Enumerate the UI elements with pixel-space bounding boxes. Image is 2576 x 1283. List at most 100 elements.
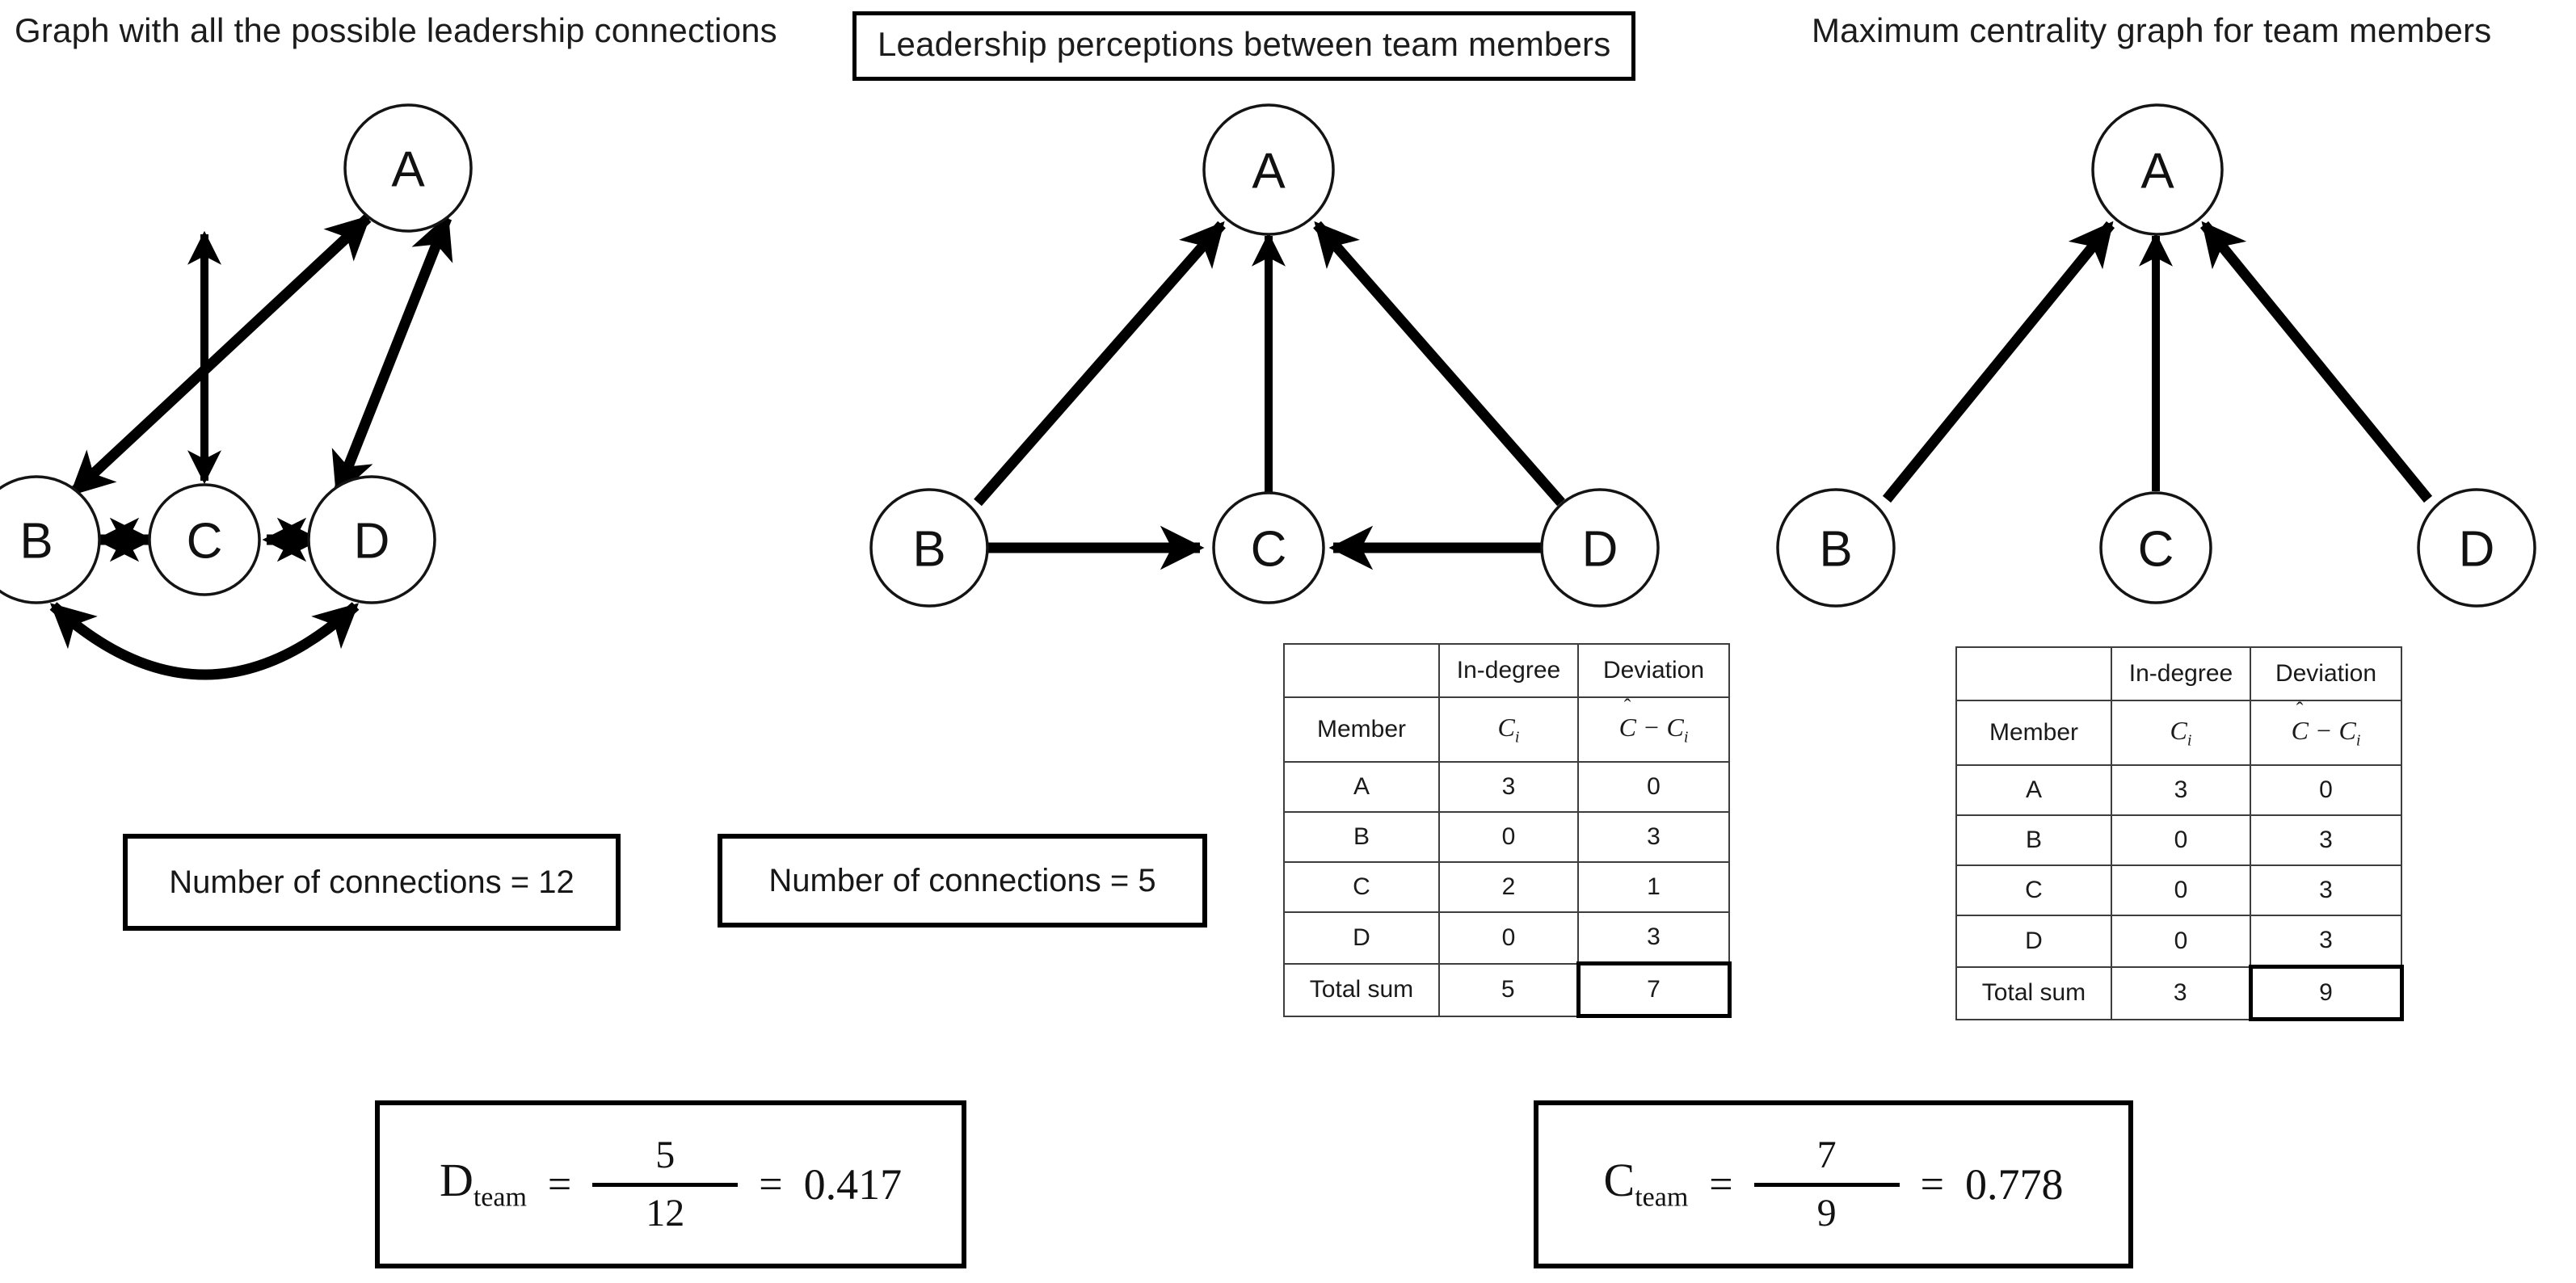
fraction-bar bbox=[1753, 1182, 1900, 1187]
edge-b-to-a bbox=[1882, 221, 2115, 503]
table-row: A 3 0 bbox=[1283, 761, 1730, 813]
formula-result-centralization: 0.778 bbox=[1964, 1160, 2064, 1209]
cell-total-indegree: 5 bbox=[1438, 962, 1579, 1017]
cell-total-label: Total sum bbox=[1955, 965, 2112, 1020]
svg-text:C: C bbox=[1251, 522, 1287, 578]
cell-total-deviation-highlighted: 7 bbox=[1576, 961, 1732, 1018]
formula-equals-2: = bbox=[1920, 1161, 1944, 1208]
table-row: B 0 3 bbox=[1955, 814, 2402, 866]
cell-member: D bbox=[1283, 911, 1440, 965]
cell-total-indegree: 3 bbox=[2111, 965, 2251, 1020]
subheader-member: Member bbox=[1955, 700, 2112, 766]
svg-text:B: B bbox=[912, 522, 945, 578]
svg-text:A: A bbox=[391, 142, 425, 198]
formula-fraction-centralization: 7 9 bbox=[1753, 1134, 1900, 1235]
table-subheader-row: Member Ci C − Ci bbox=[1283, 696, 1730, 763]
formula-equals-1: = bbox=[1709, 1161, 1733, 1208]
cell-member: B bbox=[1955, 814, 2112, 866]
formula-density-team: Dteam = 5 12 = 0.417 bbox=[375, 1100, 966, 1268]
edge-b-d-curved bbox=[49, 602, 360, 680]
svg-text:A: A bbox=[1252, 144, 1286, 200]
cell-deviation: 3 bbox=[2250, 864, 2402, 916]
cell-deviation: 3 bbox=[1577, 911, 1730, 965]
graph-all-possible: A B C D bbox=[0, 103, 473, 680]
node-d: D bbox=[307, 475, 436, 604]
panel-title-perceptions: Leadership perceptions between team memb… bbox=[852, 11, 1636, 81]
node-c: C bbox=[1212, 491, 1325, 604]
cell-indegree: 0 bbox=[2111, 915, 2251, 968]
table-row: D 0 3 bbox=[1955, 915, 2402, 968]
edge-d-to-a bbox=[2199, 221, 2433, 503]
panel-title-all-possible: Graph with all the possible leadership c… bbox=[15, 11, 777, 49]
node-d: D bbox=[2417, 488, 2536, 608]
header-indegree: In-degree bbox=[1438, 643, 1579, 698]
header-indegree: In-degree bbox=[2111, 646, 2251, 701]
node-b: B bbox=[869, 488, 989, 608]
edge-a-d bbox=[331, 213, 453, 498]
svg-text:A: A bbox=[2140, 144, 2174, 200]
table-row: C 0 3 bbox=[1955, 864, 2402, 916]
node-c: C bbox=[2099, 491, 2212, 604]
table-total-row: Total sum 5 7 bbox=[1283, 961, 1732, 1018]
cell-total-label: Total sum bbox=[1283, 962, 1440, 1017]
cell-deviation: 0 bbox=[1577, 761, 1730, 813]
connections-callout-perceptions: Number of connections = 5 bbox=[718, 834, 1207, 928]
fraction-numerator: 7 bbox=[1816, 1134, 1837, 1177]
cell-indegree: 2 bbox=[1438, 861, 1579, 913]
svg-text:D: D bbox=[2459, 522, 2495, 578]
subheader-deviation-formula: C − Ci bbox=[1577, 696, 1730, 763]
cell-deviation: 3 bbox=[2250, 814, 2402, 866]
fraction-numerator: 5 bbox=[655, 1134, 676, 1177]
table-subheader-row: Member Ci C − Ci bbox=[1955, 700, 2402, 766]
formula-symbol-centralization: Cteam bbox=[1603, 1154, 1689, 1213]
fraction-denominator: 12 bbox=[646, 1191, 685, 1235]
formula-equals-1: = bbox=[547, 1161, 572, 1208]
svg-text:C: C bbox=[187, 514, 223, 570]
table-row: A 3 0 bbox=[1955, 764, 2402, 816]
svg-text:D: D bbox=[354, 514, 390, 570]
cell-deviation: 3 bbox=[1577, 811, 1730, 863]
cell-member: C bbox=[1955, 864, 2112, 916]
cell-member: C bbox=[1283, 861, 1440, 913]
formula-centralization-team: Cteam = 7 9 = 0.778 bbox=[1534, 1100, 2133, 1268]
indegree-table-perceptions: In-degree Deviation Member Ci C − Ci A 3… bbox=[1283, 643, 1732, 1018]
header-blank bbox=[1283, 643, 1440, 698]
cell-indegree: 0 bbox=[1438, 911, 1579, 965]
indegree-table-max-centrality: In-degree Deviation Member Ci C − Ci A 3… bbox=[1955, 646, 2404, 1021]
cell-member: B bbox=[1283, 811, 1440, 863]
header-deviation: Deviation bbox=[2250, 646, 2402, 701]
cell-indegree: 3 bbox=[2111, 764, 2251, 816]
edge-d-to-a bbox=[1313, 221, 1565, 507]
header-deviation: Deviation bbox=[1577, 643, 1730, 698]
cell-member: A bbox=[1955, 764, 2112, 816]
node-c: C bbox=[148, 483, 261, 596]
formula-fraction-density: 5 12 bbox=[592, 1134, 739, 1235]
graph-perceptions: A B C D bbox=[869, 103, 1660, 608]
subheader-member: Member bbox=[1283, 696, 1440, 763]
table-header-group-row: In-degree Deviation bbox=[1955, 646, 2402, 701]
cell-deviation: 1 bbox=[1577, 861, 1730, 913]
node-d: D bbox=[1540, 488, 1660, 608]
node-a: A bbox=[2091, 103, 2224, 236]
fraction-denominator: 9 bbox=[1816, 1191, 1837, 1235]
svg-text:B: B bbox=[1819, 522, 1852, 578]
formula-equals-2: = bbox=[759, 1161, 783, 1208]
graph-max-centrality: A B C D bbox=[1776, 103, 2536, 608]
fraction-bar bbox=[592, 1182, 739, 1187]
edge-b-to-a bbox=[974, 221, 1226, 507]
subheader-ci: Ci bbox=[2111, 700, 2251, 766]
header-blank bbox=[1955, 646, 2112, 701]
table-row: C 2 1 bbox=[1283, 861, 1730, 913]
cell-deviation: 3 bbox=[2250, 915, 2402, 968]
table-row: D 0 3 bbox=[1283, 911, 1730, 965]
node-a: A bbox=[343, 103, 473, 233]
svg-text:B: B bbox=[19, 514, 53, 570]
cell-indegree: 0 bbox=[2111, 864, 2251, 916]
panel-title-max-centrality: Maximum centrality graph for team member… bbox=[1812, 11, 2492, 49]
cell-indegree: 3 bbox=[1438, 761, 1579, 813]
table-row: B 0 3 bbox=[1283, 811, 1730, 863]
cell-total-deviation-highlighted: 9 bbox=[2248, 965, 2404, 1021]
node-b: B bbox=[0, 475, 101, 604]
formula-symbol-density: Dteam bbox=[439, 1154, 527, 1213]
